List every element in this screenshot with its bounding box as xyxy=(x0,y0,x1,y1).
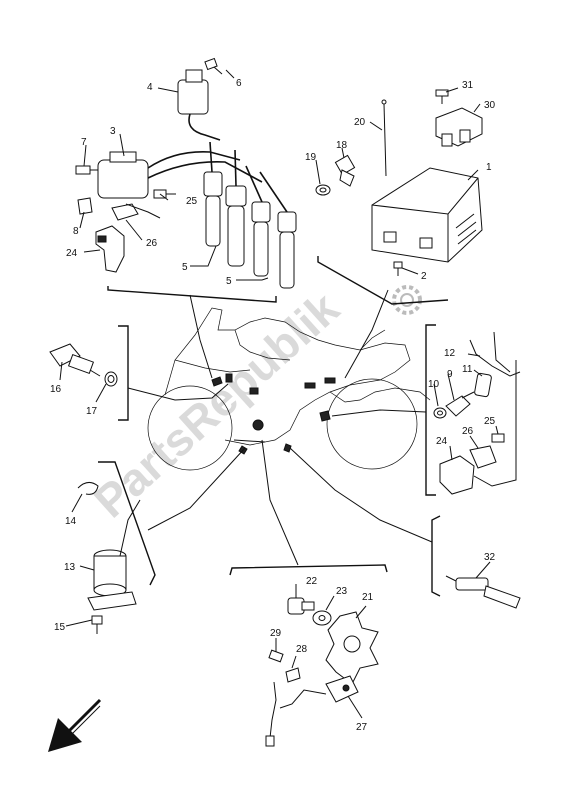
gasket-17 xyxy=(104,371,118,387)
rotor-sensor-group xyxy=(265,597,379,747)
bolt-6 xyxy=(204,57,223,75)
callout-31: 31 xyxy=(462,80,474,91)
sensor-16 xyxy=(49,343,101,377)
solenoid-group xyxy=(77,482,141,634)
callout-25a: 25 xyxy=(186,196,198,207)
callout-25b: 25 xyxy=(484,416,496,427)
ignition-coil-assembly xyxy=(75,57,297,289)
gasket-19 xyxy=(315,184,331,196)
callout-leaders xyxy=(59,69,499,719)
callout-10: 10 xyxy=(428,379,440,390)
callout-24b: 24 xyxy=(436,436,448,447)
callout-29: 29 xyxy=(270,628,282,639)
bolt-7 xyxy=(75,165,98,175)
group-frames xyxy=(98,256,449,597)
sensor-9 xyxy=(445,391,475,417)
callout-5b: 5 xyxy=(226,276,232,287)
front-direction-arrow-icon xyxy=(48,698,102,752)
callout-12: 12 xyxy=(444,348,456,359)
callout-8: 8 xyxy=(73,226,79,237)
callout-4: 4 xyxy=(147,82,153,93)
callout-3: 3 xyxy=(110,126,116,137)
o2-sensor-32 xyxy=(445,575,521,609)
clip-14 xyxy=(77,482,99,495)
cap-11 xyxy=(474,372,492,398)
callout-14: 14 xyxy=(65,516,77,527)
callout-labels: 1 2 3 4 5 5 6 7 8 9 10 11 12 13 14 15 16… xyxy=(50,78,496,733)
sensor-30 xyxy=(435,107,483,147)
gear-watermark-icon xyxy=(392,285,422,315)
connector-26-right xyxy=(469,445,497,469)
ignition-coil-4 xyxy=(177,69,221,141)
watermark-text: PartsRepublik xyxy=(84,282,349,528)
bolt-25-right xyxy=(491,433,505,443)
callout-11: 11 xyxy=(462,364,473,375)
pickup-coil-27 xyxy=(265,675,359,747)
bolt-22 xyxy=(287,597,315,615)
ecu-1 xyxy=(371,167,483,263)
washer-10 xyxy=(433,407,447,419)
screw-29 xyxy=(268,649,284,663)
callout-9: 9 xyxy=(447,369,453,380)
callout-18: 18 xyxy=(336,140,348,151)
ecu-assembly xyxy=(315,89,483,276)
right-sensor-group xyxy=(433,331,521,495)
callout-22: 22 xyxy=(306,576,318,587)
callout-19: 19 xyxy=(305,152,317,163)
clamp-28 xyxy=(285,667,301,683)
callout-1: 1 xyxy=(486,162,492,173)
temp-sensor-18 xyxy=(334,154,356,187)
sensor-rotor-21 xyxy=(325,611,379,685)
screw-31 xyxy=(435,89,449,104)
temp-sensor-20 xyxy=(381,99,387,177)
bolt-25 xyxy=(153,189,176,199)
spark-plug-caps-5 xyxy=(203,141,297,289)
tube-12 xyxy=(469,331,521,377)
callout-21: 21 xyxy=(362,592,374,603)
connector-lines xyxy=(127,289,433,566)
callout-5a: 5 xyxy=(182,262,188,273)
callout-15: 15 xyxy=(54,622,66,633)
callout-2: 2 xyxy=(421,271,427,282)
callout-26b: 26 xyxy=(462,426,474,437)
callout-13: 13 xyxy=(64,562,76,573)
callout-30: 30 xyxy=(484,100,496,111)
callout-6: 6 xyxy=(236,78,242,89)
solenoid-13 xyxy=(87,499,141,611)
sensor-16-group xyxy=(49,343,118,387)
sensor-24-right xyxy=(439,360,517,495)
callout-28: 28 xyxy=(296,644,308,655)
callout-20: 20 xyxy=(354,117,366,128)
cam-sensor-24 xyxy=(95,225,125,273)
callout-16: 16 xyxy=(50,384,62,395)
connector-26 xyxy=(111,203,161,221)
callout-17: 17 xyxy=(86,406,98,417)
callout-23: 23 xyxy=(336,586,348,597)
callout-27: 27 xyxy=(356,722,368,733)
callout-24a: 24 xyxy=(66,248,78,259)
washer-23 xyxy=(312,610,332,626)
callout-32: 32 xyxy=(484,552,496,563)
motorcycle-outline xyxy=(147,307,431,471)
bracket-8 xyxy=(77,197,93,215)
callout-26a: 26 xyxy=(146,238,158,249)
watermark: PartsRepublik xyxy=(84,282,349,528)
bolt-2 xyxy=(393,261,403,276)
bolt-15 xyxy=(91,615,103,634)
callout-7: 7 xyxy=(81,137,87,148)
